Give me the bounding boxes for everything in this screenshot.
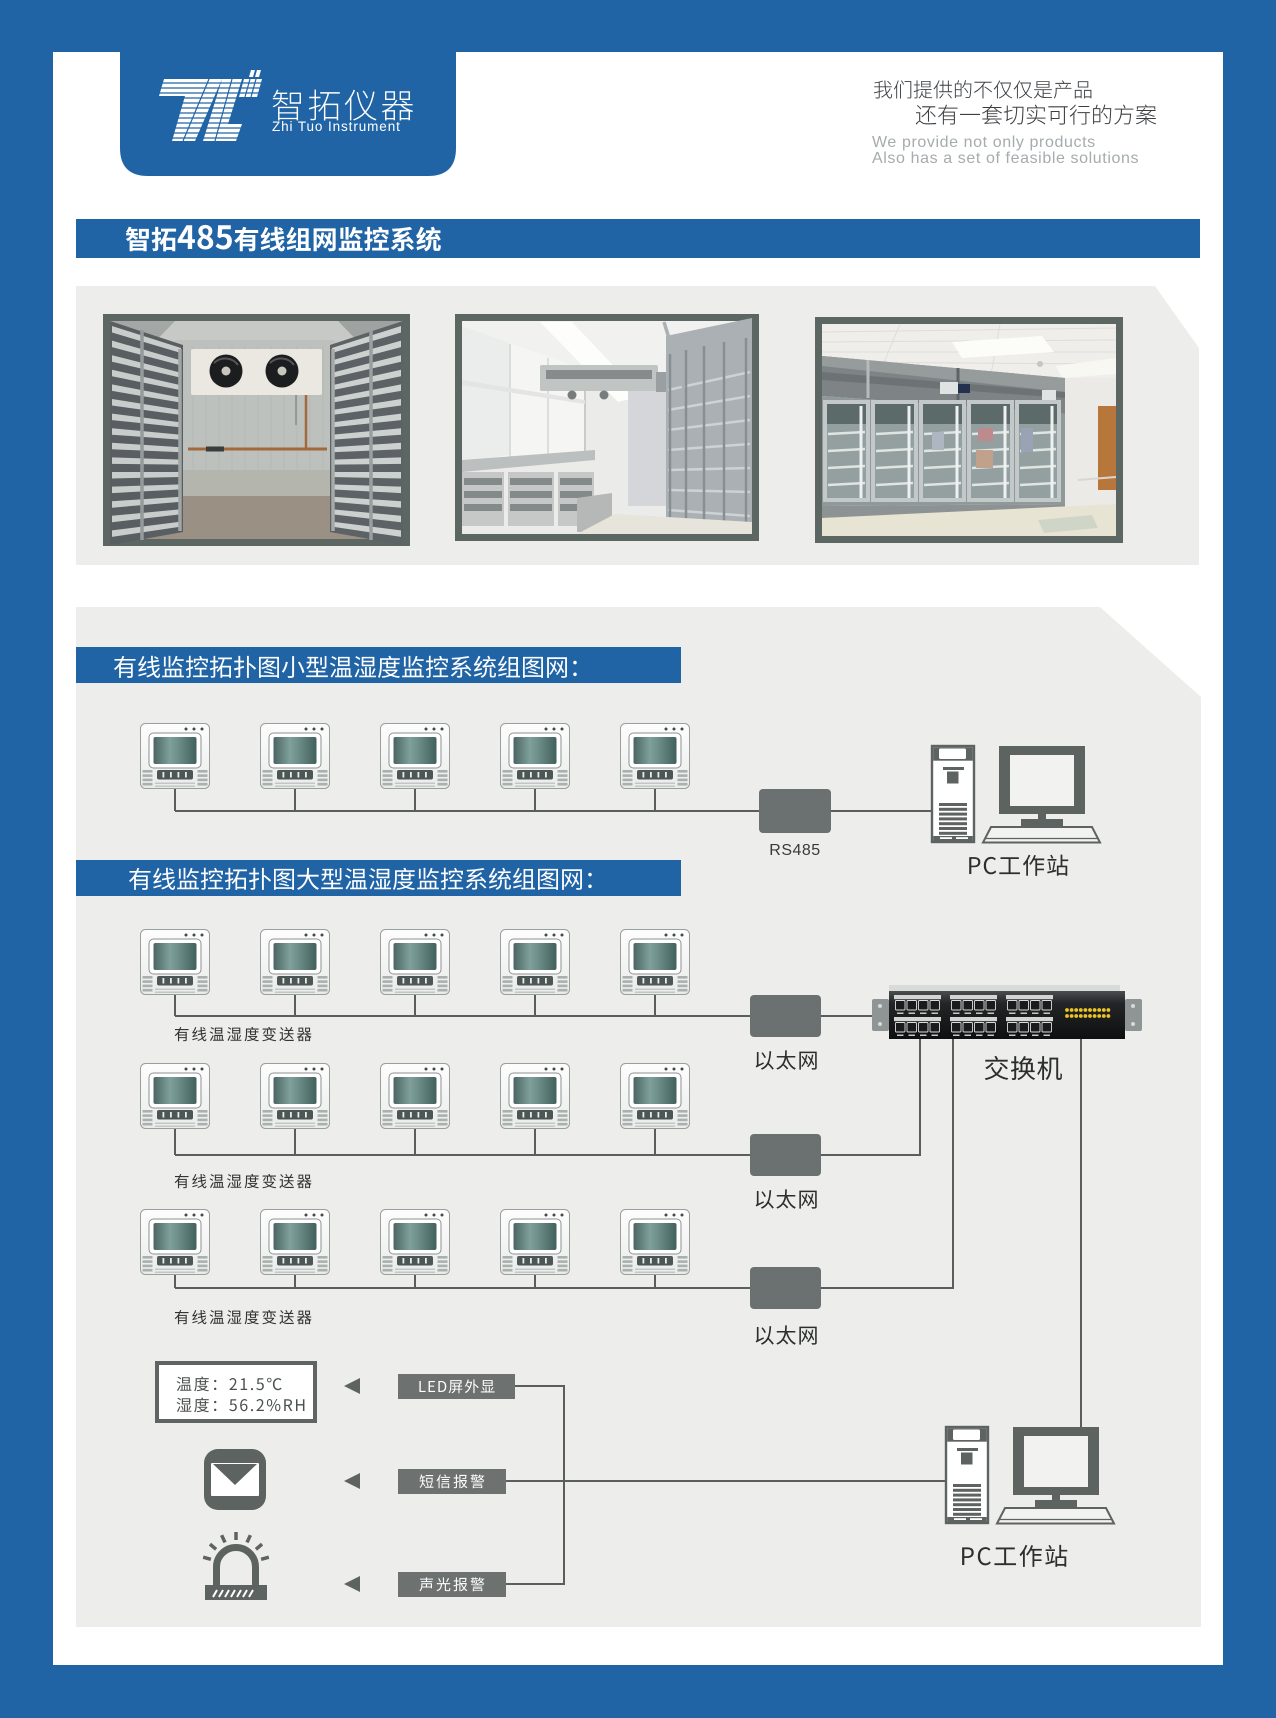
svg-text:We provide not only products: We provide not only products bbox=[872, 134, 1096, 151]
svg-text:Zhi Tuo Instrument: Zhi Tuo Instrument bbox=[272, 119, 401, 134]
svg-text:RS485: RS485 bbox=[769, 842, 820, 859]
svg-text:Also has a set of feasible sol: Also has a set of feasible solutions bbox=[872, 150, 1139, 167]
